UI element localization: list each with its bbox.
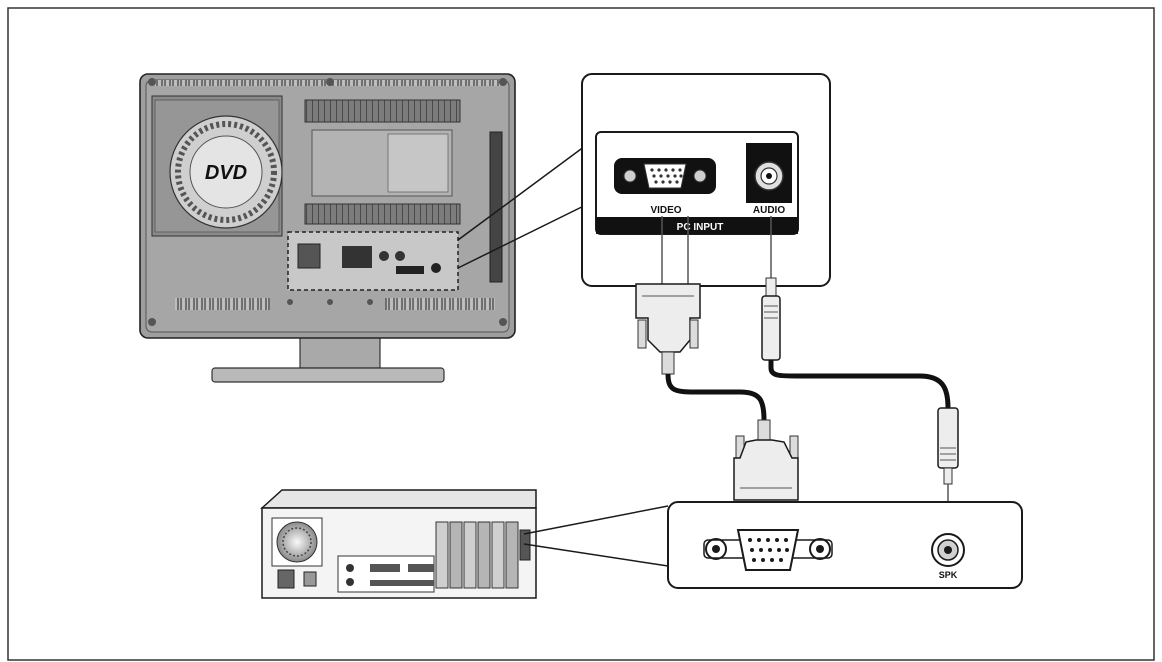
- pc-input-label: PC INPUT: [677, 222, 724, 233]
- vga-cable: [635, 216, 799, 528]
- pc-zoom-line-upper: [523, 505, 669, 535]
- tv-stand-base: [211, 367, 445, 383]
- audio-label: AUDIO: [753, 205, 785, 216]
- audio-plug-bottom: [937, 407, 959, 469]
- pc-power-socket: [277, 569, 295, 589]
- pc-input-bar: [596, 217, 798, 234]
- tv-bottom-vents-right: [385, 298, 495, 310]
- pc-input-callout: VIDEO AUDIO PC INPUT: [581, 73, 831, 287]
- tv-audio-port-small: [431, 263, 441, 273]
- vga-cable-line: [665, 373, 767, 421]
- pc-back: [260, 489, 537, 599]
- spk-label: SPK: [939, 570, 958, 580]
- pc-output-callout: SPK: [667, 501, 1023, 589]
- zoom-line-lower: [457, 195, 605, 269]
- vga-plug-bottom: [733, 439, 799, 501]
- tv-vga-port-small: [342, 246, 372, 268]
- tv-upper-vents: [304, 99, 461, 123]
- tv-back: DVD: [139, 73, 516, 383]
- audio-cable-line: [768, 360, 951, 409]
- video-label: VIDEO: [650, 205, 681, 216]
- tv-connector-bay: [287, 231, 459, 291]
- tv-bottom-vents-left: [175, 298, 270, 310]
- dvd-logo: DVD: [205, 162, 247, 184]
- pc-expansion-slots: [435, 521, 531, 589]
- tv-side-bar: [489, 131, 503, 283]
- zoom-line-upper: [457, 131, 605, 241]
- tv-lower-vents: [304, 203, 461, 225]
- vga-plug-top: [635, 283, 701, 353]
- audio-cable: [761, 216, 959, 524]
- pc-zoom-line-lower: [523, 543, 669, 567]
